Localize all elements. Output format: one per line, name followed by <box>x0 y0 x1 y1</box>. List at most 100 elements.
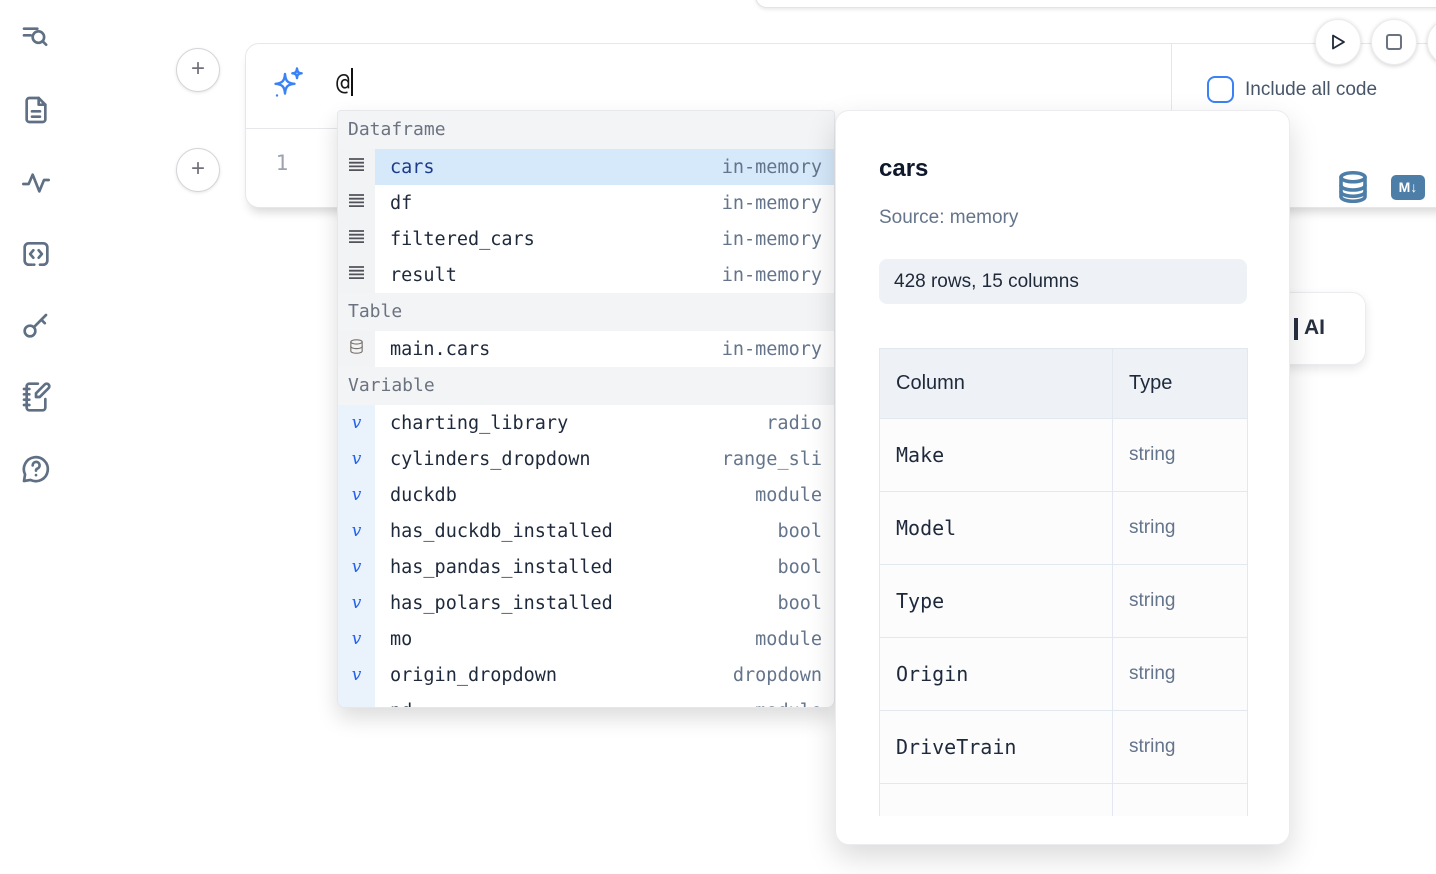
completion-item-name: has_duckdb_installed <box>390 520 613 542</box>
markdown-cell-icon[interactable]: M↓ <box>1391 175 1425 200</box>
completion-item[interactable]: v pdmodule <box>338 693 834 708</box>
variable-icon: v <box>351 593 362 613</box>
variable-icon: v <box>351 521 362 541</box>
completion-item[interactable]: v has_duckdb_installed bool <box>338 513 834 549</box>
completion-item-content: has_duckdb_installed bool <box>375 513 834 549</box>
sidebar <box>0 0 72 874</box>
rows-icon-gutter <box>338 221 375 257</box>
variable-icon: v <box>351 449 362 469</box>
completion-item-name: filtered_cars <box>390 228 535 250</box>
ai-prompt-input[interactable]: @ <box>336 68 353 96</box>
stop-button[interactable] <box>1371 19 1417 65</box>
variable-icon-gutter: v <box>338 513 375 549</box>
run-cell-button[interactable] <box>1315 19 1361 65</box>
completion-item-name: pd <box>375 701 755 708</box>
document-icon[interactable] <box>20 94 52 126</box>
completion-section-header: Dataframe <box>338 111 834 149</box>
completion-section-header: Table <box>338 293 834 331</box>
schema-table-row-partial <box>879 783 1248 816</box>
variable-icon: v <box>351 413 362 433</box>
variable-icon-gutter: v <box>338 657 375 693</box>
schema-column-name: Type <box>879 564 1113 638</box>
rows-icon <box>348 265 365 285</box>
variable-icon-gutter: v <box>338 585 375 621</box>
database-icon <box>348 338 365 360</box>
completion-item[interactable]: v charting_library radio <box>338 405 834 441</box>
database-icon-gutter <box>338 331 375 367</box>
completion-item-content: cars in-memory <box>375 149 834 185</box>
prompt-value: @ <box>336 70 350 96</box>
completion-item[interactable]: cars in-memory <box>338 149 834 185</box>
add-cell-above-button[interactable]: + <box>176 48 220 92</box>
variable-icon: v <box>351 665 362 685</box>
scratchpad-icon[interactable] <box>20 381 52 413</box>
rows-icon-gutter <box>338 185 375 221</box>
completion-item-name: result <box>390 264 457 286</box>
schema-column-type: string <box>1112 491 1248 565</box>
schema-column-name: Model <box>879 491 1113 565</box>
variable-icon-gutter: v <box>338 405 375 441</box>
previous-cell-bottom <box>755 0 1436 8</box>
completion-item-name: charting_library <box>390 412 569 434</box>
outline-search-icon[interactable] <box>20 22 52 54</box>
preview-source: Source: memory <box>879 207 1019 228</box>
completion-item-content: pdmodule <box>375 693 834 708</box>
completion-item[interactable]: v mo module <box>338 621 834 657</box>
completion-item-type: in-memory <box>721 192 822 214</box>
sql-cell-database-icon[interactable] <box>1335 168 1371 206</box>
key-icon[interactable] <box>20 309 52 341</box>
completion-item-type: bool <box>777 520 822 542</box>
include-all-code-checkbox[interactable] <box>1207 76 1234 103</box>
snippets-icon[interactable] <box>20 238 52 270</box>
completion-item-type: in-memory <box>721 338 822 360</box>
help-chat-icon[interactable] <box>20 453 52 485</box>
completion-dropdown: Dataframe cars in-memory df in-memory filtere… <box>337 110 835 708</box>
schema-column-type: string <box>1112 710 1248 784</box>
add-cell-below-button[interactable]: + <box>176 148 220 192</box>
variable-icon: v <box>351 557 362 577</box>
completion-item-type: radio <box>766 412 822 434</box>
rows-icon-gutter <box>338 257 375 293</box>
completion-item-type: dropdown <box>732 664 822 686</box>
preview-shape-badge: 428 rows, 15 columns <box>879 259 1247 304</box>
schema-column-name: DriveTrain <box>879 710 1113 784</box>
schema-column-type: string <box>1112 418 1248 492</box>
rows-icon <box>348 193 365 213</box>
variable-icon-gutter: v <box>338 477 375 513</box>
schema-header-column: Column <box>879 348 1113 419</box>
activity-icon[interactable] <box>20 166 52 198</box>
schema-column-name <box>879 783 1113 816</box>
variable-icon: v <box>351 485 362 505</box>
variable-icon-gutter: v <box>338 621 375 657</box>
completion-list: Dataframe cars in-memory df in-memory filtere… <box>338 111 834 708</box>
schema-column-type: string <box>1112 637 1248 711</box>
completion-item[interactable]: df in-memory <box>338 185 834 221</box>
completion-item-type: in-memory <box>721 156 822 178</box>
completion-item-type: module <box>755 628 822 650</box>
completion-item-name: df <box>390 192 413 214</box>
completion-item-name: mo <box>390 628 413 650</box>
variable-icon: v <box>352 701 362 707</box>
completion-item-name: cars <box>390 156 435 178</box>
completion-item-content: charting_library radio <box>375 405 834 441</box>
rows-icon <box>348 229 365 249</box>
variable-icon: v <box>351 629 362 649</box>
